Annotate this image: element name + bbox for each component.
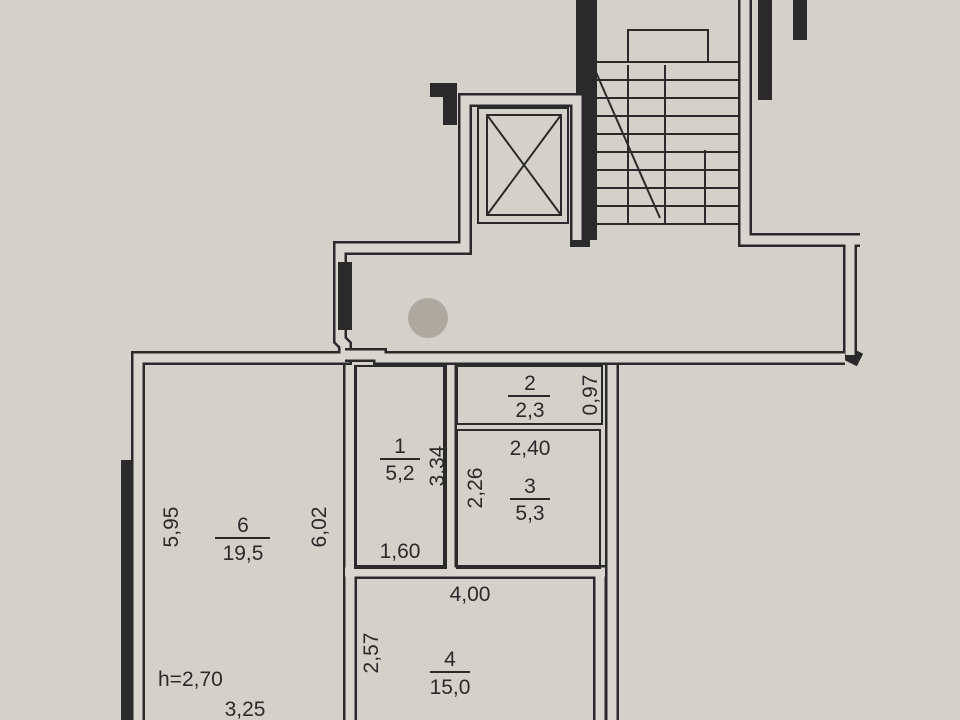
room-6-left-dimension: 5,95: [160, 507, 183, 548]
room-3-width: 2,40: [510, 437, 551, 460]
room-2-outline: [456, 365, 603, 425]
room-2-width: 0,97: [579, 375, 602, 416]
room-6-right-dimension: 6,02: [308, 507, 331, 548]
elevator-shaft: [477, 107, 569, 224]
room-1-outline: [354, 365, 447, 569]
room-1-area: 5,2: [385, 462, 414, 485]
ceiling-height: h=2,70: [158, 668, 223, 691]
room-6-area: 19,5: [223, 542, 264, 565]
room-3-area: 5,3: [515, 502, 544, 525]
room-1-width: 1,60: [380, 540, 421, 563]
stain-mark: [408, 298, 448, 338]
room-4-area: 15,0: [430, 676, 471, 699]
room-2-area: 2,3: [515, 399, 544, 422]
room-3-length: 2,26: [464, 468, 487, 509]
room-3-outline: [456, 429, 601, 569]
room-1-number: 1: [394, 435, 406, 458]
walls: [121, 0, 864, 720]
room-6-bottom-dimension: 3,25: [225, 698, 266, 720]
room-6-number: 6: [237, 514, 249, 537]
room-4-width: 4,00: [450, 583, 491, 606]
labels: 2 2,3 0,97 1 5,2 3,34 1,60 2,40 2,26 3 5…: [158, 372, 602, 720]
stairs: [592, 29, 740, 225]
room-3-number: 3: [524, 475, 536, 498]
room-4-number: 4: [444, 648, 456, 671]
room-1-length: 3,34: [426, 445, 449, 486]
room-4-length: 2,57: [360, 633, 383, 674]
room-2-number: 2: [524, 372, 536, 395]
